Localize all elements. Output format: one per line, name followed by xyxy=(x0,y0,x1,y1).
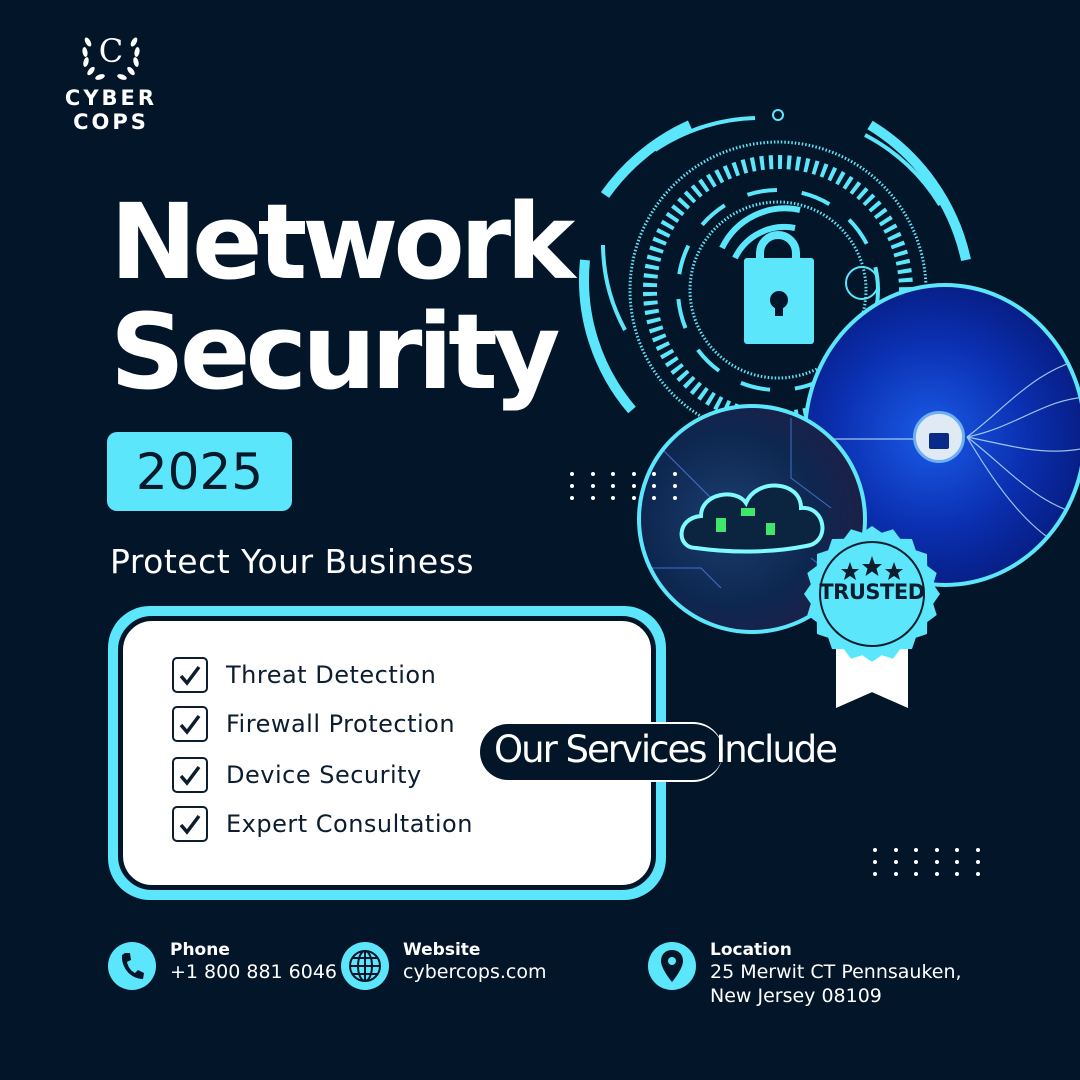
service-item: Device Security xyxy=(172,757,422,793)
dot xyxy=(955,860,959,864)
dot xyxy=(590,472,595,476)
service-item: Firewall Protection xyxy=(172,706,455,742)
dot xyxy=(893,848,898,852)
service-item: Expert Consultation xyxy=(172,806,473,842)
dot xyxy=(652,496,656,500)
checkbox-checked-icon xyxy=(172,806,208,842)
dot xyxy=(893,872,898,876)
phone-icon xyxy=(108,942,156,990)
dot xyxy=(570,472,574,476)
contact-label: Phone xyxy=(170,940,230,960)
dot xyxy=(611,472,615,476)
services-heading-pill xyxy=(478,722,723,782)
dot xyxy=(611,496,615,500)
dot xyxy=(914,860,918,864)
location-pin-icon xyxy=(648,942,696,990)
service-label: Firewall Protection xyxy=(226,710,456,738)
laurel-icon xyxy=(82,37,140,80)
address-line2: New Jersey 08109 xyxy=(710,985,882,1007)
dot xyxy=(652,472,656,476)
dot xyxy=(652,484,656,488)
dot xyxy=(873,848,877,852)
dot xyxy=(975,860,980,864)
dot xyxy=(934,848,939,852)
service-label: Device Security xyxy=(226,761,422,789)
contact-phone: Phone+1 800 881 6046 xyxy=(108,940,337,990)
tagline: Protect Your Business xyxy=(110,542,475,581)
dot xyxy=(570,496,574,500)
contact-label: Website xyxy=(403,940,481,960)
dot xyxy=(672,496,677,500)
services-heading: Our Services Include xyxy=(494,728,838,771)
dot xyxy=(631,496,636,500)
year-badge: 2025 xyxy=(107,432,292,511)
service-label: Threat Detection xyxy=(226,661,437,689)
cloud-icon xyxy=(651,418,862,599)
checkbox-checked-icon xyxy=(172,706,208,742)
checkbox-checked-icon xyxy=(172,757,208,793)
dot xyxy=(672,484,677,488)
phone-number[interactable]: +1 800 881 6046 xyxy=(170,961,338,983)
dot xyxy=(631,472,636,476)
star-icons xyxy=(841,556,903,580)
dot xyxy=(590,484,595,488)
dot xyxy=(590,496,595,500)
service-item: Threat Detection xyxy=(172,657,436,693)
dot xyxy=(975,848,980,852)
brand-name: CYBER COPS xyxy=(64,86,158,134)
trusted-label: TRUSTED xyxy=(819,580,925,604)
dot xyxy=(975,872,980,876)
globe-icon xyxy=(341,942,389,990)
trusted-seal xyxy=(804,526,940,662)
dot xyxy=(955,872,959,876)
contact-label: Location xyxy=(710,940,792,960)
dot xyxy=(873,860,877,864)
dot xyxy=(893,860,898,864)
lock-emblem-icon xyxy=(913,411,965,463)
dot-grid-decoration xyxy=(570,472,677,500)
headline-line2: Security xyxy=(110,291,561,413)
dot-grid-decoration xyxy=(873,848,980,876)
address-line1: 25 Merwit CT Pennsauken, xyxy=(710,961,962,983)
dot xyxy=(672,472,677,476)
dot xyxy=(914,872,918,876)
dot xyxy=(934,860,939,864)
dot xyxy=(914,848,918,852)
dot xyxy=(631,484,636,488)
brand-logo: C xyxy=(78,28,144,84)
dot xyxy=(934,872,939,876)
dot xyxy=(955,848,959,852)
checkbox-checked-icon xyxy=(172,657,208,693)
logo-letter: C xyxy=(98,32,124,70)
service-label: Expert Consultation xyxy=(226,810,473,838)
dot xyxy=(570,484,574,488)
website-link[interactable]: cybercops.com xyxy=(403,961,547,983)
dot xyxy=(873,872,877,876)
headline-line1: Network xyxy=(110,181,575,303)
dot xyxy=(611,484,615,488)
